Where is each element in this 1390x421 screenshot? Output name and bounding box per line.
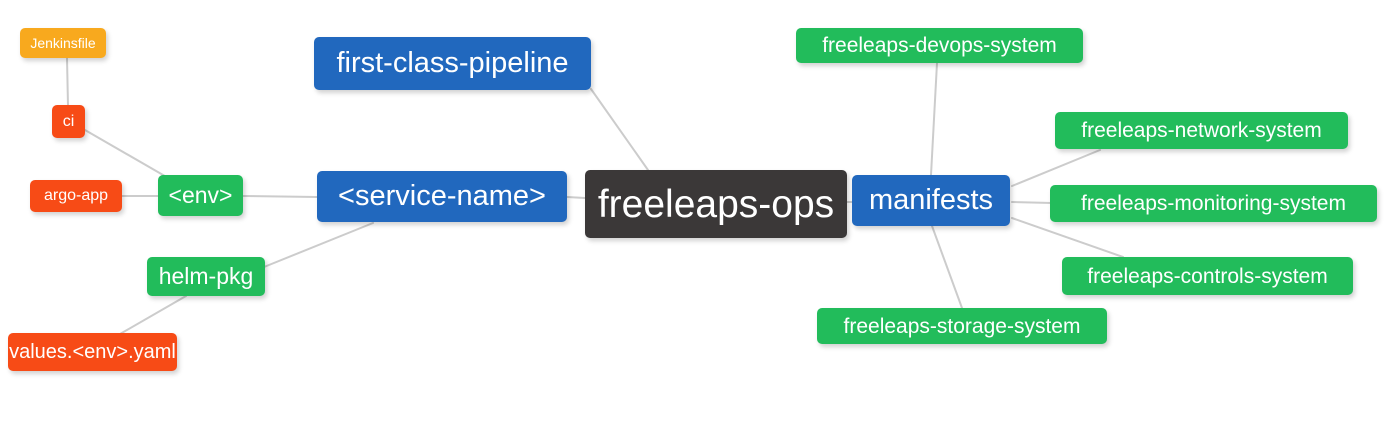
node-ci[interactable]: ci bbox=[52, 105, 85, 138]
node-values-env-yaml[interactable]: values.<env>.yaml bbox=[8, 333, 177, 371]
node-env[interactable]: <env> bbox=[158, 175, 243, 216]
edge-manifests-network bbox=[1011, 149, 1101, 187]
edge-ci-env bbox=[84, 129, 171, 180]
edge-fcp-ops bbox=[590, 88, 649, 171]
node-freeleaps-network-system[interactable]: freeleaps-network-system bbox=[1055, 112, 1348, 149]
edge-service-name-helm-pkg bbox=[263, 222, 374, 268]
node-service-name[interactable]: <service-name> bbox=[317, 171, 567, 222]
edge-manifests-devops bbox=[930, 62, 938, 176]
edge-manifests-controls bbox=[1011, 217, 1124, 258]
edge-group bbox=[66, 57, 1124, 335]
node-first-class-pipeline[interactable]: first-class-pipeline bbox=[314, 37, 591, 90]
node-freeleaps-ops-root[interactable]: freeleaps-ops bbox=[585, 170, 847, 238]
edge-jenkinsfile-ci bbox=[66, 57, 69, 107]
node-manifests[interactable]: manifests bbox=[852, 175, 1010, 226]
node-freeleaps-devops-system[interactable]: freeleaps-devops-system bbox=[796, 28, 1083, 63]
edge-manifests-storage bbox=[931, 225, 963, 309]
edge-manifests-monitoring bbox=[1011, 201, 1053, 204]
node-freeleaps-storage-system[interactable]: freeleaps-storage-system bbox=[817, 308, 1107, 344]
node-freeleaps-controls-system[interactable]: freeleaps-controls-system bbox=[1062, 257, 1353, 295]
node-jenkinsfile[interactable]: Jenkinsfile bbox=[20, 28, 106, 58]
node-helm-pkg[interactable]: helm-pkg bbox=[147, 257, 265, 296]
edge-helm-pkg-values bbox=[119, 295, 187, 335]
node-argo-app[interactable]: argo-app bbox=[30, 180, 122, 212]
edge-env-service-name bbox=[242, 195, 318, 198]
edge-service-name-ops bbox=[566, 196, 586, 199]
node-freeleaps-monitoring-system[interactable]: freeleaps-monitoring-system bbox=[1050, 185, 1377, 222]
